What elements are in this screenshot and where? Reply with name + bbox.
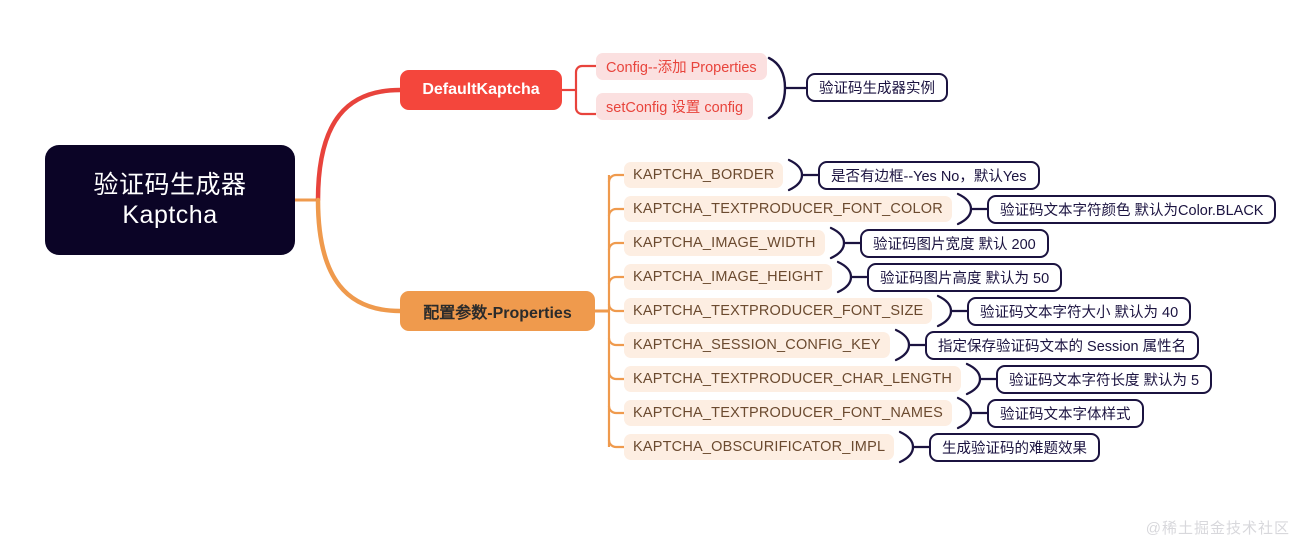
property-desc-kaptcha-textproducer-char-length[interactable]: 验证码文本字符长度 默认为 5 bbox=[996, 364, 1213, 394]
child-setconfig[interactable]: setConfig 设置 config bbox=[596, 93, 754, 120]
property-desc-label: 验证码文本字符大小 默认为 40 bbox=[980, 304, 1179, 321]
property-desc-label: 验证码文本字符长度 默认为 5 bbox=[1009, 372, 1200, 389]
child-config-properties[interactable]: Config--添加 Properties bbox=[596, 53, 767, 80]
property-item-kaptcha-textproducer-char-length[interactable]: KAPTCHA_TEXTPRODUCER_CHAR_LENGTH bbox=[624, 366, 962, 392]
child-config-properties-label: Config--添加 Properties bbox=[606, 60, 757, 76]
property-item-label: KAPTCHA_IMAGE_HEIGHT bbox=[633, 269, 824, 285]
property-item-kaptcha-session-config-key[interactable]: KAPTCHA_SESSION_CONFIG_KEY bbox=[624, 332, 890, 358]
root-node[interactable]: 验证码生成器 Kaptcha bbox=[45, 145, 295, 255]
branch-default-kaptcha-label: DefaultKaptcha bbox=[422, 81, 540, 98]
branch-properties-label: 配置参数-Properties bbox=[423, 305, 572, 322]
watermark: @稀土掘金技术社区 bbox=[1145, 520, 1290, 537]
property-item-label: KAPTCHA_TEXTPRODUCER_FONT_COLOR bbox=[633, 201, 943, 217]
property-desc-label: 验证码文本字体样式 bbox=[1000, 406, 1131, 423]
root-line2: Kaptcha bbox=[122, 201, 218, 229]
property-item-kaptcha-obscurificator-impl[interactable]: KAPTCHA_OBSCURIFICATOR_IMPL bbox=[624, 434, 895, 460]
property-item-label: KAPTCHA_TEXTPRODUCER_FONT_NAMES bbox=[633, 405, 943, 421]
property-desc-kaptcha-obscurificator-impl[interactable]: 生成验证码的难题效果 bbox=[929, 432, 1100, 462]
root-line1: 验证码生成器 bbox=[93, 170, 247, 199]
property-desc-label: 验证码图片宽度 默认 200 bbox=[873, 236, 1036, 253]
property-desc-kaptcha-image-height[interactable]: 验证码图片高度 默认为 50 bbox=[867, 262, 1063, 292]
property-item-label: KAPTCHA_SESSION_CONFIG_KEY bbox=[633, 337, 881, 353]
property-desc-label: 验证码文本字符颜色 默认为Color.BLACK bbox=[1000, 202, 1264, 219]
property-item-kaptcha-textproducer-font-size[interactable]: KAPTCHA_TEXTPRODUCER_FONT_SIZE bbox=[624, 298, 933, 324]
property-item-label: KAPTCHA_IMAGE_WIDTH bbox=[633, 235, 816, 251]
desc-kaptcha-instance[interactable]: 验证码生成器实例 bbox=[806, 73, 948, 102]
property-desc-kaptcha-textproducer-font-color[interactable]: 验证码文本字符颜色 默认为Color.BLACK bbox=[987, 194, 1277, 224]
property-item-kaptcha-textproducer-font-names[interactable]: KAPTCHA_TEXTPRODUCER_FONT_NAMES bbox=[624, 400, 952, 426]
property-item-label: KAPTCHA_TEXTPRODUCER_FONT_SIZE bbox=[633, 303, 924, 319]
branch-properties[interactable]: 配置参数-Properties bbox=[400, 291, 595, 331]
property-item-label: KAPTCHA_TEXTPRODUCER_CHAR_LENGTH bbox=[633, 371, 953, 387]
property-desc-label: 生成验证码的难题效果 bbox=[942, 440, 1087, 457]
desc-kaptcha-instance-label: 验证码生成器实例 bbox=[819, 81, 935, 97]
property-desc-kaptcha-border[interactable]: 是否有边框--Yes No，默认Yes bbox=[818, 160, 1040, 190]
property-desc-kaptcha-session-config-key[interactable]: 指定保存验证码文本的 Session 属性名 bbox=[925, 330, 1200, 360]
property-desc-label: 是否有边框--Yes No，默认Yes bbox=[831, 168, 1027, 185]
property-item-label: KAPTCHA_BORDER bbox=[633, 167, 775, 183]
property-desc-label: 指定保存验证码文本的 Session 属性名 bbox=[938, 338, 1187, 355]
child-setconfig-label: setConfig 设置 config bbox=[606, 100, 744, 116]
property-item-label: KAPTCHA_OBSCURIFICATOR_IMPL bbox=[633, 439, 886, 455]
property-item-kaptcha-textproducer-font-color[interactable]: KAPTCHA_TEXTPRODUCER_FONT_COLOR bbox=[624, 196, 952, 222]
branch-default-kaptcha[interactable]: DefaultKaptcha bbox=[400, 70, 562, 110]
property-desc-kaptcha-image-width[interactable]: 验证码图片宽度 默认 200 bbox=[860, 228, 1049, 258]
property-item-kaptcha-image-width[interactable]: KAPTCHA_IMAGE_WIDTH bbox=[624, 230, 825, 256]
property-desc-label: 验证码图片高度 默认为 50 bbox=[880, 270, 1050, 287]
property-desc-kaptcha-textproducer-font-names[interactable]: 验证码文本字体样式 bbox=[987, 398, 1144, 428]
property-item-kaptcha-image-height[interactable]: KAPTCHA_IMAGE_HEIGHT bbox=[624, 264, 833, 290]
property-item-kaptcha-border[interactable]: KAPTCHA_BORDER bbox=[624, 162, 784, 188]
property-desc-kaptcha-textproducer-font-size[interactable]: 验证码文本字符大小 默认为 40 bbox=[967, 296, 1192, 326]
